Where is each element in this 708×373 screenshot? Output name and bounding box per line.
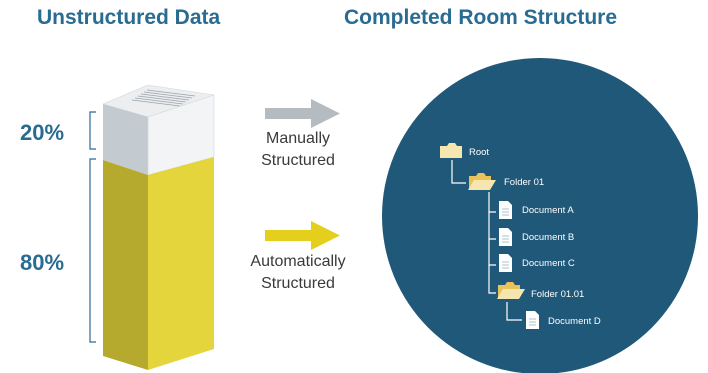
manual-line1: Manually [265,130,331,147]
arrow-right-icon-manual [265,99,340,128]
document-icon-d [526,311,539,329]
auto-line2: Structured [261,275,335,292]
tree-label-folder-01: Folder 01 [504,177,544,188]
percent-20-label: 20% [20,120,65,145]
automatically-structured-caption: Automatically Structured [233,251,363,295]
manual-line2: Structured [261,152,335,169]
unstructured-data-title: Unstructured Data [37,6,221,29]
room-circle [382,58,698,373]
folder-open-icon-0101 [497,282,525,299]
block-upper-left [103,104,148,175]
block-lower-right [148,157,214,370]
folder-icon-root [440,143,462,158]
tree-connectors [451,160,522,321]
tree-label-root: Root [469,147,489,158]
arrow-right-icon-auto [265,221,340,250]
room-structure-title: Completed Room Structure [344,6,618,29]
document-icon-a [499,201,512,219]
data-block [102,84,215,370]
tree-label-document-b: Document B [522,232,574,243]
bracket-80 [89,158,96,343]
tree-label-document-a: Document A [522,205,574,216]
document-icon-b [499,228,512,246]
percent-80-label: 80% [20,250,65,275]
tree-label-folder-0101: Folder 01.01 [531,289,584,300]
folder-open-icon-01 [468,173,496,190]
document-icon-c [499,254,512,272]
block-lower-left [103,160,148,370]
block-top-lines [131,89,196,107]
bracket-20 [89,111,96,150]
manually-structured-caption: Manually Structured [233,128,363,172]
tree-label-document-d: Document D [548,316,601,327]
tree-label-document-c: Document C [522,258,575,269]
auto-line1: Automatically [250,253,346,270]
